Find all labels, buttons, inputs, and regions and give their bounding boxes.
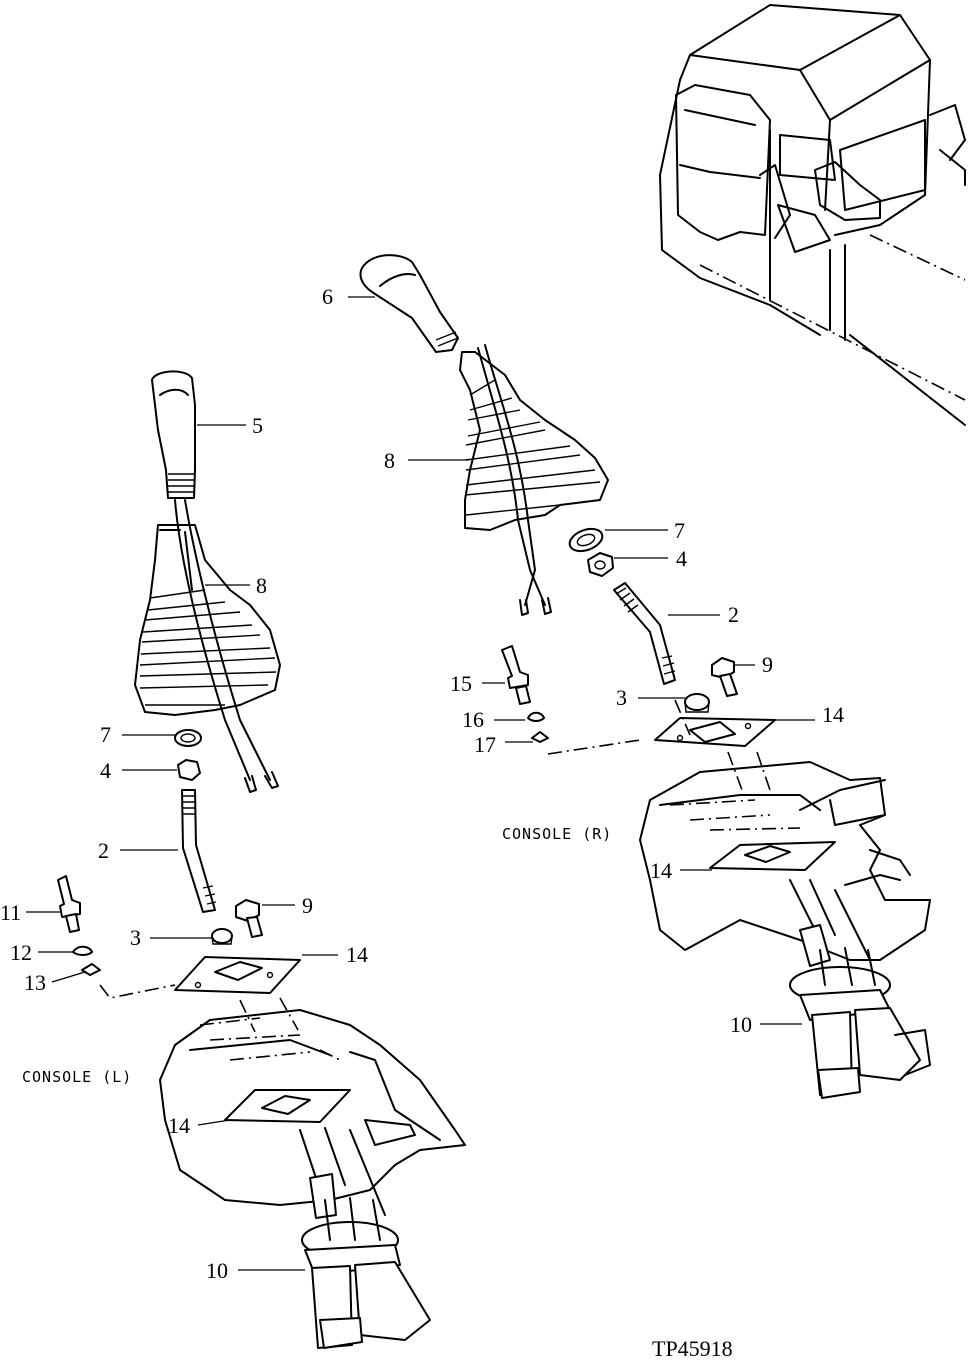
- left-stud-11: [57, 875, 81, 918]
- right-boot: [459, 351, 609, 531]
- right-collar-3: [684, 693, 710, 711]
- callout-8-left: 8: [256, 573, 267, 598]
- left-rod-2: [181, 789, 216, 913]
- callout-2-right: 2: [728, 602, 739, 627]
- right-nut-4: [587, 552, 614, 577]
- right-rod-2: [613, 582, 676, 685]
- left-lever-assembly: [57, 370, 466, 1349]
- callout-9-right: 9: [762, 652, 773, 677]
- left-spring-13: [81, 963, 101, 976]
- right-spring-17: [531, 731, 549, 743]
- callout-6-right: 6: [322, 284, 333, 309]
- callout-3-right: 3: [616, 685, 627, 710]
- left-clip-12: [72, 945, 93, 956]
- left-pilot-valve-10: [299, 1127, 431, 1349]
- callout-14a-left: 14: [346, 942, 368, 967]
- callout-7-right: 7: [674, 518, 685, 543]
- right-grip: [359, 254, 459, 353]
- callout-11-left: 11: [0, 900, 21, 925]
- callout-3-left: 3: [130, 925, 141, 950]
- right-console: [639, 761, 931, 961]
- left-nut-4: [177, 759, 201, 781]
- callout-numbers: 6 8 7 4 2 9 15 3 14 16 17 14 10 5 8 7 4 …: [0, 284, 844, 1283]
- cab-illustration: [659, 4, 966, 426]
- right-plate-14-lower: [709, 841, 836, 871]
- right-lever-assembly: [359, 254, 931, 1099]
- console-right-label: CONSOLE (R): [502, 825, 612, 843]
- left-collar-3: [211, 928, 233, 944]
- right-pilot-valve-10: [789, 879, 931, 1099]
- left-ring-7: [174, 729, 202, 747]
- callout-15-right: 15: [450, 671, 472, 696]
- callout-14b-left: 14: [168, 1113, 190, 1138]
- left-plate-14-lower: [224, 1089, 351, 1123]
- right-bolt-9: [711, 657, 735, 679]
- callout-10-left: 10: [206, 1258, 228, 1283]
- callout-2-left: 2: [98, 838, 109, 863]
- callout-8-right: 8: [384, 448, 395, 473]
- callout-4-right: 4: [676, 546, 687, 571]
- left-console: [159, 1009, 466, 1206]
- console-left-label: CONSOLE (L): [22, 1068, 132, 1086]
- right-clip-16: [527, 711, 545, 722]
- callout-13-left: 13: [24, 970, 46, 995]
- callout-12-left: 12: [10, 940, 32, 965]
- callout-9-left: 9: [302, 893, 313, 918]
- callout-leaders: [26, 296, 815, 1271]
- callout-4-left: 4: [100, 758, 111, 783]
- callout-16-right: 16: [462, 707, 484, 732]
- right-plate-14-upper: [654, 717, 776, 747]
- callout-7-left: 7: [100, 722, 111, 747]
- left-boot: [134, 524, 281, 716]
- left-grip: [151, 370, 196, 499]
- callout-17-right: 17: [474, 732, 496, 757]
- left-bolt-9: [235, 899, 260, 922]
- figure-id: TP45918: [652, 1336, 733, 1361]
- callout-14a-right: 14: [822, 702, 844, 727]
- right-ring-7: [568, 527, 604, 553]
- left-plate-14-upper: [174, 956, 301, 994]
- callout-14b-right: 14: [650, 858, 672, 883]
- callout-10-right: 10: [730, 1012, 752, 1037]
- right-stud-15: [501, 645, 529, 689]
- callout-5-left: 5: [252, 413, 263, 438]
